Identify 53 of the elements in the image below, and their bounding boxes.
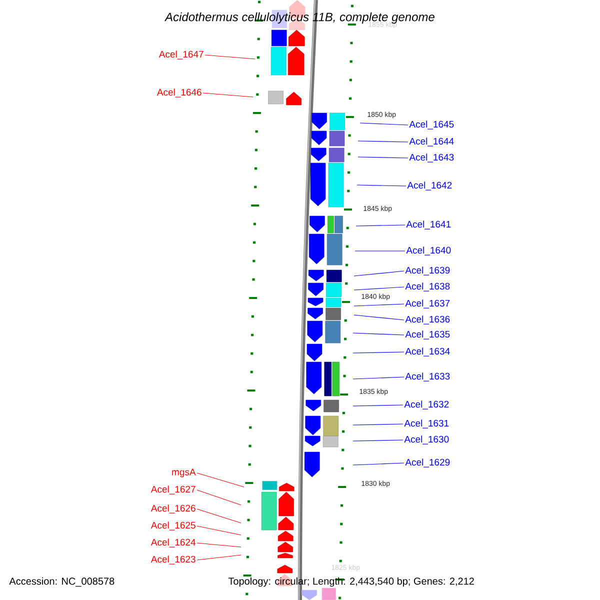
leader-line [358, 140, 408, 142]
gene-label: Acel_1634 [405, 348, 450, 356]
gene-label: Acel_1644 [409, 138, 454, 146]
leader-line [196, 508, 242, 524]
leader-line [354, 270, 404, 276]
leader-line [358, 156, 408, 158]
gene-label: Acel_1638 [405, 282, 450, 292]
leader-line [352, 404, 404, 406]
gene-label: Acel_1627 [150, 486, 196, 494]
leader-line [352, 332, 404, 336]
leader-line [352, 440, 404, 442]
gene-label: Acel_1635 [405, 330, 450, 340]
leader-line [196, 472, 244, 488]
leader-line [354, 286, 404, 290]
gene-label: Acel_1631 [404, 420, 449, 428]
gene-label: Acel_1646 [156, 88, 202, 98]
leader-line [352, 352, 404, 354]
gene-label: Acel_1624 [150, 538, 196, 548]
leader-line [356, 224, 406, 226]
gene-label: Acel_1626 [150, 504, 196, 514]
leader-line [202, 92, 254, 98]
gene-label: Acel_1647 [158, 50, 204, 60]
leader-line [354, 250, 406, 252]
leader-line [196, 526, 242, 536]
gene-label: Acel_1645 [409, 120, 454, 130]
leader-line [352, 376, 404, 380]
gene-label: Acel_1629 [405, 458, 450, 468]
gene-label: Acel_1630 [404, 436, 449, 444]
footer-text: Accession: NC_008578 [9, 577, 114, 587]
gene-label: Acel_1632 [404, 400, 449, 410]
gene-label: Acel_1637 [405, 300, 450, 308]
gene-label: mgsA [172, 468, 196, 478]
leader-line [196, 554, 242, 560]
leader-line [360, 122, 408, 126]
leader-line [204, 54, 256, 60]
gene-label: Acel_1640 [406, 246, 451, 256]
gene-label: Acel_1641 [406, 220, 451, 230]
gene-label: Acel_1636 [405, 316, 450, 324]
leader-line [352, 424, 404, 426]
title: Acidothermus cellulolyticus 11B, complete genome [164, 12, 434, 24]
leader-line [196, 490, 242, 506]
leader-line [354, 304, 404, 306]
leader-line [354, 314, 404, 320]
leader-line [196, 542, 242, 548]
leader-line [352, 462, 404, 466]
gene-label: Acel_1633 [405, 372, 450, 382]
gene-label: Acel_1639 [405, 266, 450, 276]
gene-label: Acel_1625 [150, 522, 196, 530]
footer-text: Topology: circular; Length: 2,443,540 bp; Genes: 2,212 [228, 577, 474, 587]
gene-label: Acel_1643 [409, 154, 454, 162]
gene-label: Acel_1623 [150, 556, 196, 564]
gene-label: Acel_1642 [407, 182, 452, 190]
leader-line [356, 184, 406, 186]
